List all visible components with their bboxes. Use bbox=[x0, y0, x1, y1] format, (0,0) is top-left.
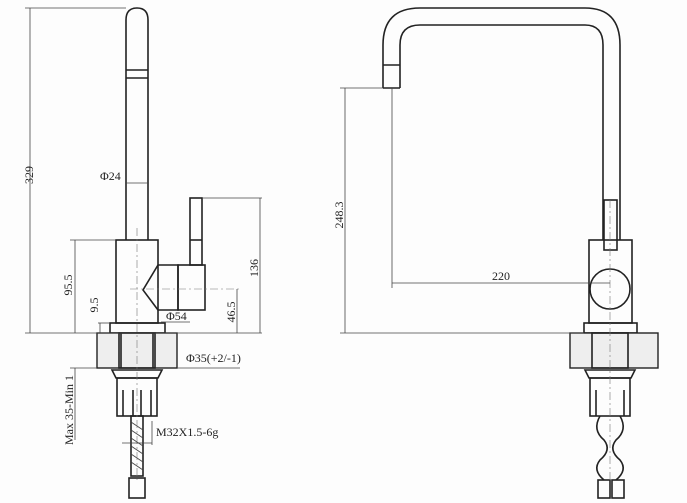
dim-collar-height: 9.5 bbox=[87, 298, 101, 313]
handle-joint bbox=[142, 264, 179, 311]
dim-spout-diameter: Φ24 bbox=[100, 169, 121, 183]
dim-spout-reach: 220 bbox=[492, 269, 510, 283]
dim-counter-thickness: Max 35-Min 1 bbox=[62, 375, 76, 445]
base-collar bbox=[109, 322, 166, 334]
side-countertop-section bbox=[569, 332, 659, 369]
dim-body-diameter: Φ54 bbox=[166, 309, 187, 323]
spout-inner bbox=[399, 24, 604, 240]
dim-total-height: 329 bbox=[22, 166, 36, 184]
side-supply-hoses bbox=[596, 415, 624, 481]
spout-tube bbox=[125, 7, 149, 240]
dim-hole-diameter: Φ35(+2/-1) bbox=[186, 351, 241, 365]
side-view-dimensions: 248.3 220 bbox=[332, 87, 610, 334]
dim-handle-height: 136 bbox=[247, 259, 261, 277]
handle-block bbox=[177, 264, 206, 311]
spout-outer bbox=[382, 7, 621, 240]
dim-spout-height: 248.3 bbox=[332, 202, 346, 229]
front-view-dimensions: 329 Φ24 95.5 9.5 Φ54 46.5 136 Φ35(+2/-1)… bbox=[22, 7, 262, 445]
hose-fitting bbox=[128, 477, 146, 499]
dim-handle-axis: 46.5 bbox=[224, 302, 238, 323]
handle-lever bbox=[189, 197, 203, 266]
dim-body-height: 95.5 bbox=[61, 275, 75, 296]
side-body bbox=[588, 239, 633, 324]
side-handle-lever bbox=[603, 199, 618, 251]
dim-thread: M32X1.5-6g bbox=[156, 425, 218, 439]
side-view-faucet bbox=[382, 7, 659, 499]
